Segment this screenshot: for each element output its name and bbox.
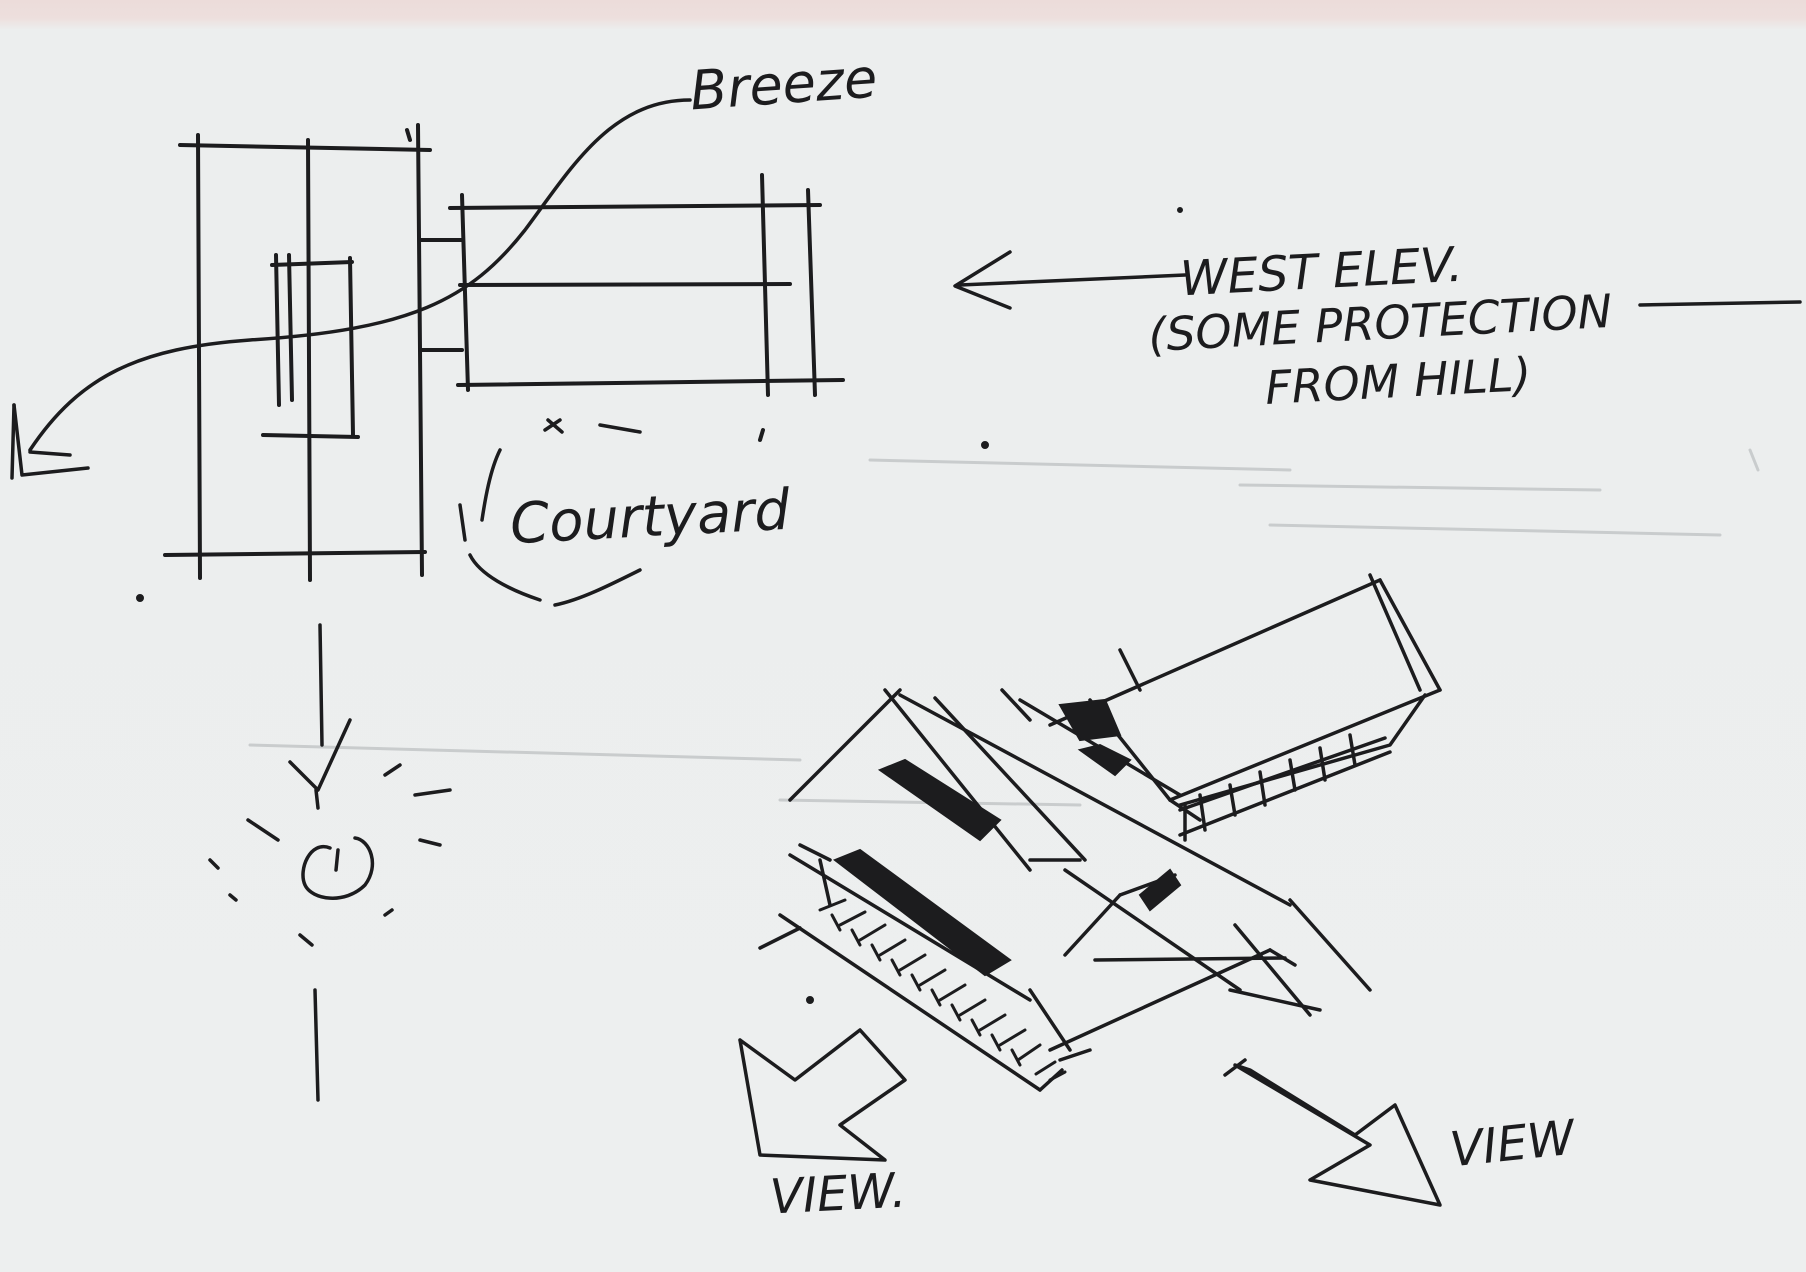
courtyard-outline [458, 418, 642, 607]
view-label-left: VIEW. [768, 1162, 908, 1226]
arrow-icon [1223, 1058, 1442, 1207]
west-elevation-note-line2: FROM HILL) [1263, 347, 1533, 415]
courtyard-label: Courtyard [508, 477, 792, 558]
stray-dots [136, 207, 1183, 1004]
plan-wing [418, 173, 845, 442]
sun-icon [208, 763, 452, 947]
ghost-marks [248, 448, 1760, 807]
breeze-flow-arrow [10, 98, 692, 480]
west-elevation-arrow [953, 250, 1802, 310]
breeze-label: Breeze [687, 46, 880, 123]
isometric-building [758, 573, 1442, 1092]
building-shading [818, 698, 1182, 1082]
sun-axis [288, 623, 352, 1102]
arrow-icon [738, 1028, 907, 1162]
view-label-right: VIEW [1447, 1109, 1578, 1179]
plan-main-block [163, 123, 432, 582]
